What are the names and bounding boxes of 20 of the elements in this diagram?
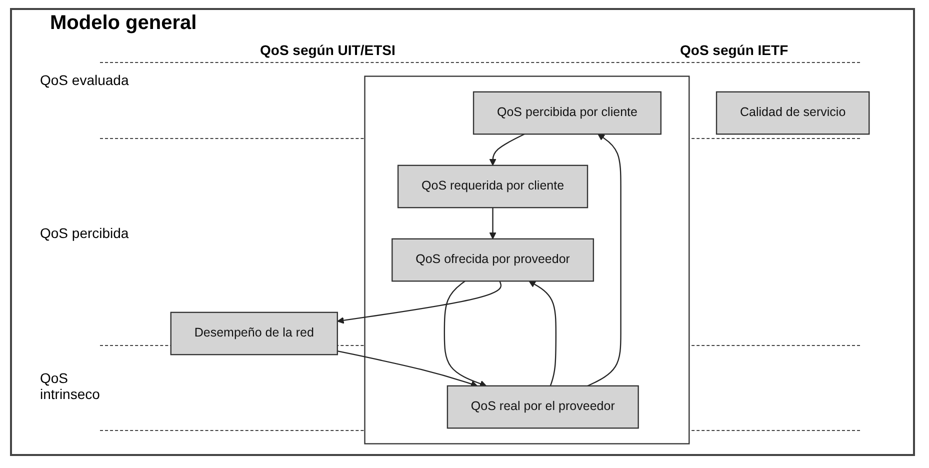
node-box: Calidad de servicio xyxy=(716,91,870,135)
diagram-title: Modelo general xyxy=(50,12,197,35)
arrow xyxy=(489,134,525,166)
arrow xyxy=(337,280,502,324)
arrow xyxy=(444,280,487,387)
node-box: QoS percibida por cliente xyxy=(472,91,662,135)
arrow xyxy=(587,134,622,386)
node-box: Desempeño de la red xyxy=(170,312,338,356)
arrow xyxy=(528,280,556,386)
band-label: QoS percibida xyxy=(40,225,130,241)
node-box: QoS requerida por cliente xyxy=(397,164,588,208)
band-label: QoS intrinseco xyxy=(40,370,101,402)
node-box: QoS ofrecida por proveedor xyxy=(392,238,594,282)
column-heading: QoS según IETF xyxy=(680,42,788,58)
arrow xyxy=(337,350,478,388)
cluster xyxy=(364,76,690,444)
node-box: QoS real por el proveedor xyxy=(446,385,639,429)
band-label: QoS evaluada xyxy=(40,72,130,88)
arrow xyxy=(489,208,496,240)
column-heading: QoS según UIT/ETSI xyxy=(260,42,396,58)
